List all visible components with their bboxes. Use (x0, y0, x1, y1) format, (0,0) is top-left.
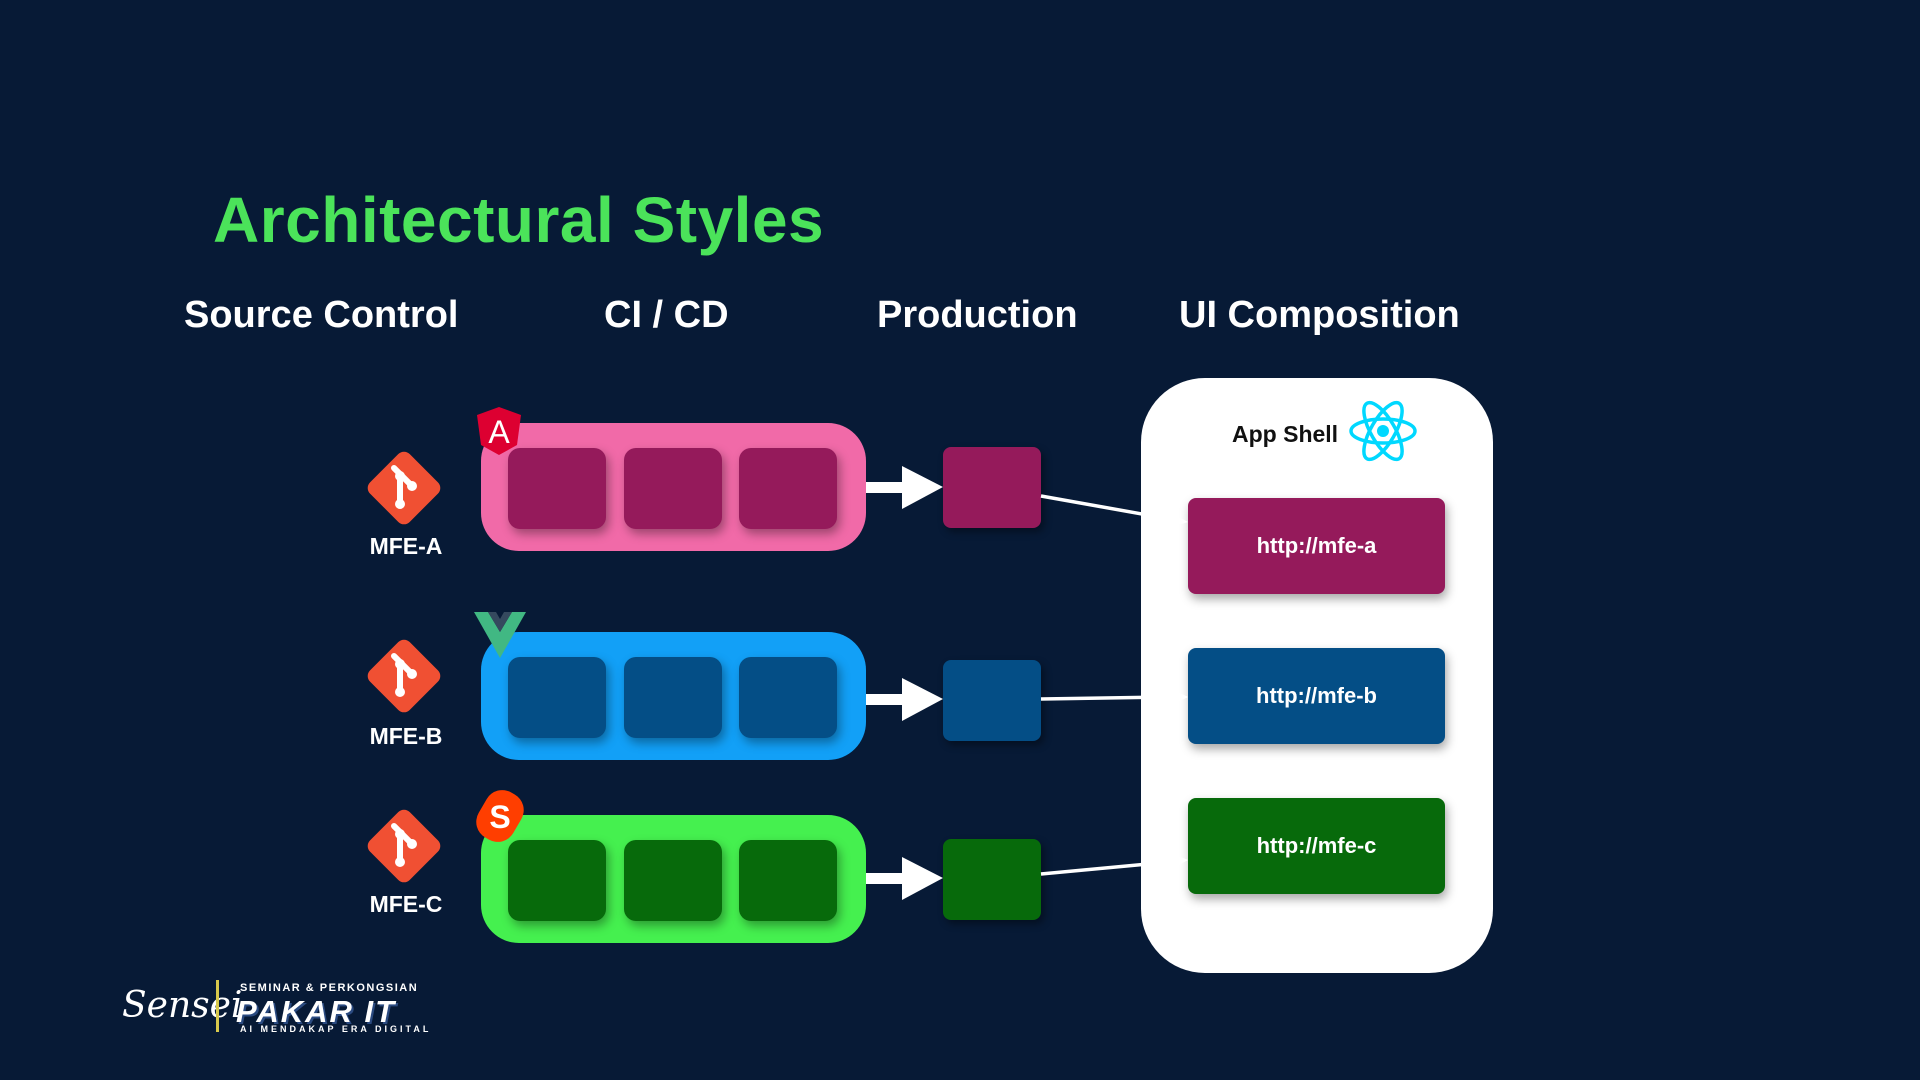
pipeline-mfe-a (481, 423, 866, 551)
footer-signature: Sensei (122, 985, 243, 1026)
compose-arrow-line (1040, 860, 1171, 876)
deploy-arrow-head (902, 678, 943, 721)
angular-letter: A (488, 414, 510, 450)
git-icon (367, 639, 441, 713)
angular-icon: A (477, 407, 521, 455)
pipeline-stage (508, 657, 606, 738)
footer-divider (216, 980, 219, 1032)
deploy-arrow-shaft (866, 873, 904, 884)
svelte-icon: S (476, 790, 524, 842)
pipeline-stage (508, 448, 606, 529)
mfe-url-box-a: http://mfe-a (1188, 498, 1445, 594)
svelte-letter: S (489, 799, 510, 835)
app-shell-label: App Shell (1232, 421, 1339, 447)
slide-title: Architectural Styles (213, 184, 825, 256)
compose-arrow-head (1162, 510, 1188, 530)
compose-arrow-line (1040, 695, 1171, 701)
pipeline-stage (739, 840, 837, 921)
column-header-source-control: Source Control (184, 294, 459, 336)
pipeline-stage (739, 657, 837, 738)
column-header-production: Production (877, 294, 1078, 336)
deploy-arrow-shaft (866, 482, 904, 493)
source-label-mfe-a: MFE-A (369, 533, 443, 559)
pipeline-stage (624, 448, 722, 529)
mfe-url-box-c: http://mfe-c (1188, 798, 1445, 894)
footer-brand: PAKAR IT (236, 994, 397, 1029)
pipeline-mfe-c (481, 815, 866, 943)
deploy-arrow-head (902, 857, 943, 900)
pipeline-stage (739, 448, 837, 529)
pipeline-stage (624, 657, 722, 738)
production-box-mfe-c (943, 839, 1041, 920)
git-icon (367, 451, 441, 525)
compose-arrow-head (1166, 851, 1188, 871)
mfe-url-box-b: http://mfe-b (1188, 648, 1445, 744)
deploy-arrow-head (902, 466, 943, 509)
footer-sub-line: AI MENDAKAP ERA DIGITAL (240, 1024, 432, 1034)
pipeline-mfe-b (481, 632, 866, 760)
react-icon (1349, 400, 1417, 462)
production-box-mfe-b (943, 660, 1041, 741)
pipeline-stage (508, 840, 606, 921)
vue-icon (474, 612, 526, 658)
source-label-mfe-c: MFE-C (369, 891, 443, 917)
compose-arrow-head (1168, 687, 1188, 707)
git-icon (367, 809, 441, 883)
column-header-cicd: CI / CD (604, 294, 729, 336)
footer-top-line: SEMINAR & PERKONGSIAN (240, 982, 419, 994)
source-label-mfe-b: MFE-B (369, 723, 443, 749)
deploy-arrow-shaft (866, 694, 904, 705)
compose-arrow-line (1040, 494, 1171, 521)
column-header-ui-composition: UI Composition (1179, 294, 1460, 336)
production-box-mfe-a (943, 447, 1041, 528)
pipeline-stage (624, 840, 722, 921)
